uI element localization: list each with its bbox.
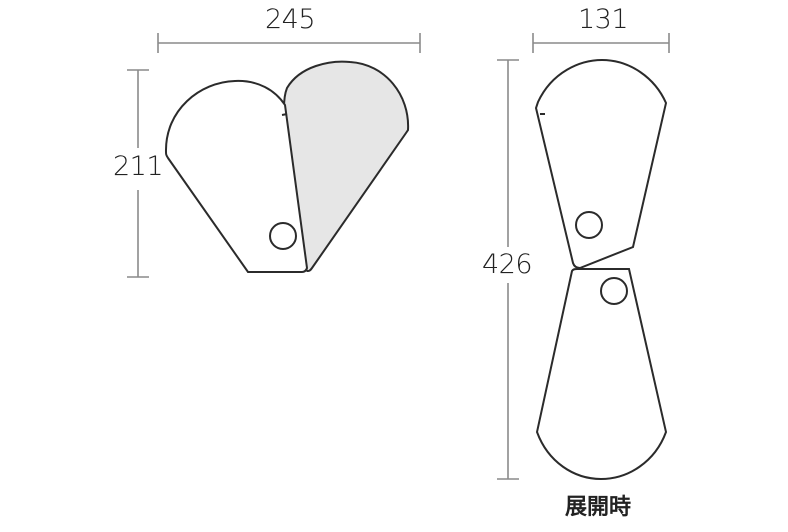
folded-hang-hole bbox=[269, 222, 297, 250]
unfolded-upper-panel bbox=[534, 58, 668, 270]
unfolded-width-label: 131 bbox=[578, 4, 629, 35]
folded-width-dimension bbox=[157, 33, 421, 53]
unfolded-upper-hole bbox=[575, 211, 603, 239]
folded-front-panel bbox=[164, 79, 309, 273]
folded-height-label: 211 bbox=[113, 151, 164, 182]
unfolded-height-dimension bbox=[497, 59, 519, 480]
unfolded-caption: 展開時 bbox=[565, 495, 632, 520]
unfolded-lower-panel bbox=[535, 268, 668, 481]
unfolded-width-dimension bbox=[532, 33, 670, 53]
unfolded-lower-hole bbox=[600, 277, 628, 305]
folded-height-dimension bbox=[127, 69, 149, 278]
unfolded-height-label: 426 bbox=[482, 249, 533, 280]
folded-width-label: 245 bbox=[265, 4, 316, 35]
folded-hinge-mark bbox=[281, 113, 288, 116]
